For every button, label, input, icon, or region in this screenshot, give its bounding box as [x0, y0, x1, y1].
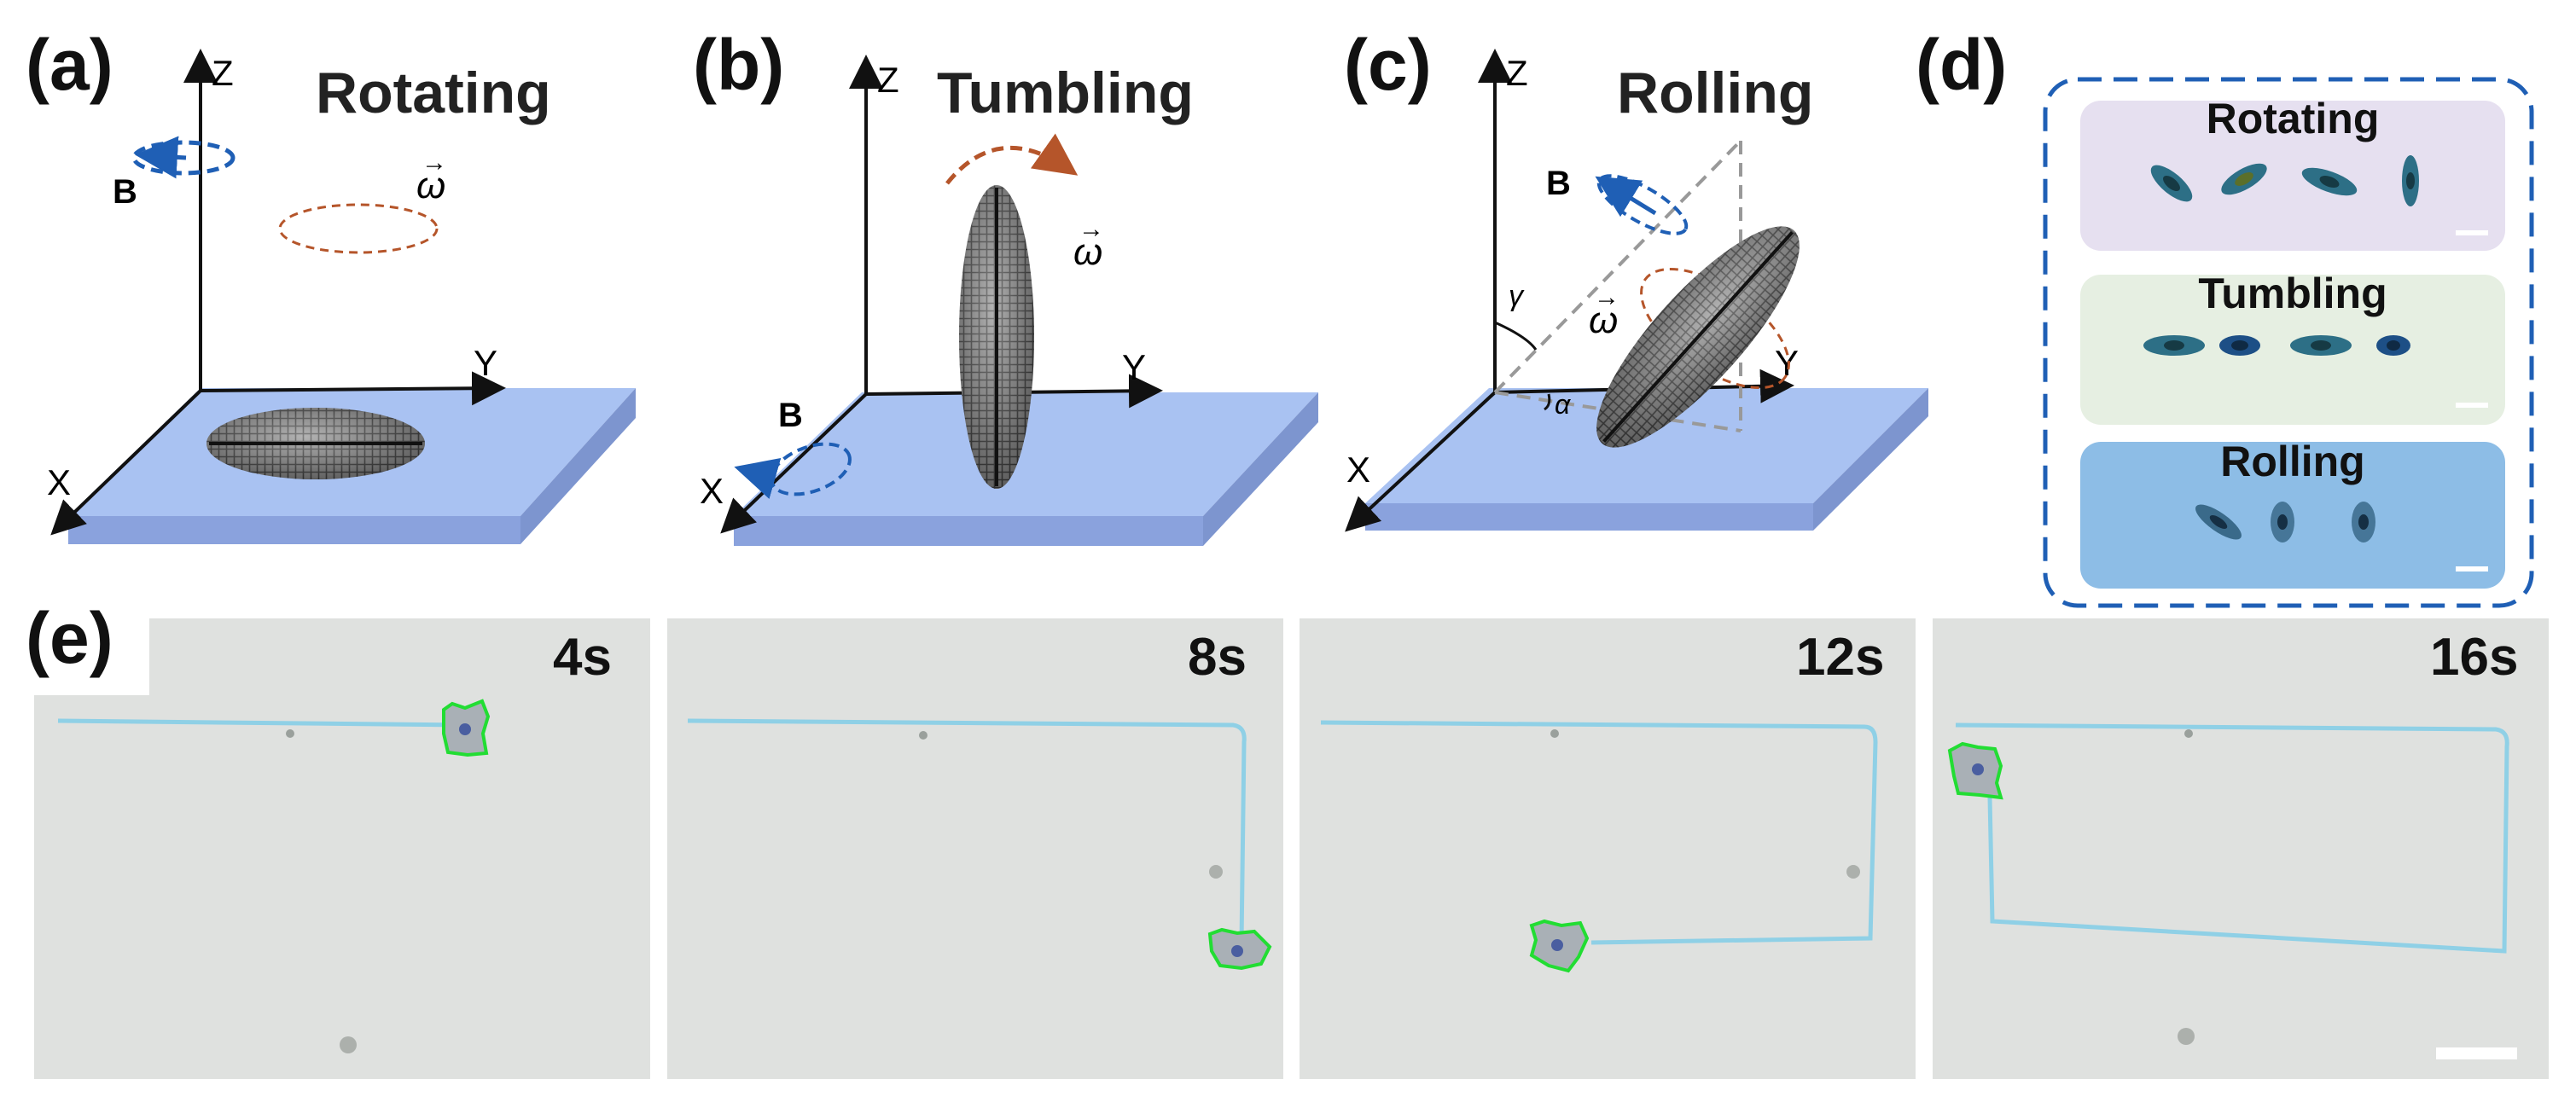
panel-b-label: (b) — [693, 25, 785, 105]
time-label-12s: 12s — [1796, 628, 1885, 687]
time-label-4s: 4s — [553, 628, 612, 687]
rotating-box — [2080, 101, 2505, 251]
track — [1955, 722, 2509, 954]
platform-side — [520, 388, 636, 544]
scale-bar — [2436, 1047, 2517, 1059]
omega-ring — [278, 203, 439, 254]
rolling-micrographs — [2195, 502, 2375, 542]
omega-arc — [945, 133, 1079, 185]
scale-bar — [2456, 566, 2488, 572]
x-axis — [720, 392, 868, 534]
x-label: X — [1346, 450, 1370, 490]
x-axis — [1345, 391, 1497, 532]
rotating-label: Rotating — [2206, 95, 2380, 142]
panel-e-label: (e) — [26, 598, 113, 678]
omega-vec: → — [422, 148, 447, 177]
gamma-arc — [1494, 321, 1538, 351]
omega-label: ω — [416, 165, 445, 206]
track — [1320, 720, 1878, 945]
guide-line — [1493, 139, 1742, 394]
frame-16s — [1933, 618, 2549, 1079]
y-label: Y — [1122, 347, 1146, 387]
z-label: Z — [1506, 53, 1528, 93]
frame-12s — [1300, 618, 1916, 1079]
frame-4s — [0, 597, 650, 1079]
panel-c-label: (c) — [1344, 25, 1432, 105]
track — [57, 718, 466, 728]
omega-vec: → — [1079, 215, 1104, 243]
alpha-arc — [1544, 393, 1551, 411]
platform-front — [1365, 503, 1813, 531]
z-label: Z — [212, 53, 234, 93]
y-axis — [200, 371, 506, 406]
field-arrow — [1595, 176, 1657, 218]
time-label-8s: 8s — [1188, 628, 1247, 687]
gamma-label: γ — [1509, 280, 1525, 312]
panel-d-frame — [2043, 77, 2534, 608]
rotating-micrographs — [2150, 155, 2419, 206]
x-label: X — [47, 462, 71, 502]
field-ring — [131, 140, 236, 176]
x-axis — [50, 389, 202, 536]
y-label: Y — [474, 343, 497, 383]
frame-8s — [667, 618, 1283, 1079]
field-arrow — [734, 457, 782, 500]
panel-b-title: Tumbling — [937, 61, 1194, 125]
tumbling-label: Tumbling — [2198, 270, 2387, 317]
omega-label: ω — [1073, 231, 1102, 273]
alpha-label: α — [1555, 389, 1571, 420]
track — [687, 718, 1247, 943]
x-label: X — [700, 471, 724, 511]
platform-front — [68, 516, 520, 544]
platform-side — [1203, 392, 1318, 546]
panel-e — [0, 597, 2549, 1079]
b-label: B — [113, 173, 137, 211]
b-label: B — [778, 397, 803, 434]
platform-top — [734, 392, 1318, 516]
omega-vec: → — [1594, 283, 1619, 311]
platform-front — [734, 516, 1203, 546]
b-label: B — [1546, 165, 1571, 202]
microrobot-tilted — [1596, 226, 1800, 448]
field-arrow — [135, 136, 187, 179]
panel-a-label: (a) — [26, 25, 113, 105]
platform-top — [1365, 388, 1928, 503]
scale-bar — [2456, 403, 2488, 408]
omega-label: ω — [1589, 299, 1618, 341]
tumbling-micrographs — [2143, 335, 2410, 356]
scale-bar — [2456, 230, 2488, 235]
time-label-16s: 16s — [2430, 628, 2519, 687]
panel-b: Z Y X B ω → — [700, 55, 1318, 546]
platform-side — [1813, 388, 1928, 531]
panel-a-title: Rotating — [316, 61, 551, 125]
tumbling-box — [2080, 275, 2505, 425]
panel-a: Z Y X B ω → — [47, 49, 636, 544]
panel-d — [2043, 77, 2534, 608]
panel-c: Z Y X γ α B ω → — [1345, 49, 1928, 532]
rolling-label: Rolling — [2220, 438, 2365, 485]
z-label: Z — [877, 60, 899, 100]
panel-c-title: Rolling — [1617, 61, 1814, 125]
panel-d-label: (d) — [1916, 25, 2008, 105]
